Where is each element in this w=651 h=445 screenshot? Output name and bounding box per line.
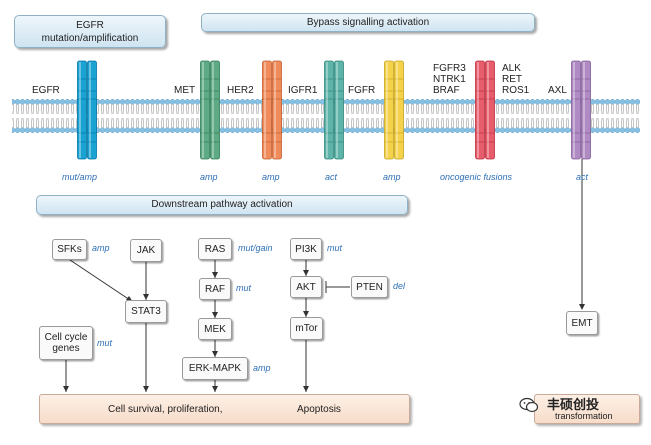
egfr-mutation-banner: EGFR mutation/amplification bbox=[14, 15, 166, 48]
bypass-signalling-banner: Bypass signalling activation bbox=[201, 13, 535, 32]
receptor-label-met: MET bbox=[174, 85, 196, 96]
watermark: 丰硕创投 bbox=[519, 392, 639, 416]
node-cell-cycle-genes: Cell cycle genes bbox=[39, 326, 93, 360]
alteration-fgfr: amp bbox=[383, 172, 401, 182]
receptor-label-fgfr: FGFR bbox=[348, 85, 376, 96]
receptor-label-her2: HER2 bbox=[227, 85, 254, 96]
downstream-banner-label: Downstream pathway activation bbox=[151, 199, 293, 210]
alteration-igfr1: act bbox=[325, 172, 338, 182]
receptor-layer bbox=[77, 60, 591, 160]
arrow-sfks-stat3 bbox=[69, 259, 134, 303]
receptor-her2 bbox=[262, 60, 282, 160]
receptor-label-axl: AXL bbox=[548, 85, 567, 96]
alteration-sfks: amp bbox=[92, 243, 110, 253]
outcome-survival-text: Cell survival, proliferation, bbox=[108, 404, 223, 415]
outcome-bar bbox=[39, 394, 410, 424]
node-sfks: SFKs bbox=[52, 239, 87, 260]
receptor-igfr1 bbox=[324, 60, 344, 160]
alteration-her2: amp bbox=[262, 172, 280, 182]
alteration-erk: amp bbox=[253, 363, 271, 373]
alteration-cell-cycle: mut bbox=[97, 338, 113, 348]
alteration-axl: act bbox=[576, 172, 589, 182]
alteration-pi3k: mut bbox=[327, 243, 343, 253]
node-ras: RAS bbox=[198, 238, 232, 260]
alteration-egfr: mut/amp bbox=[62, 172, 98, 182]
node-erk-mapk: ERK-MAPK bbox=[182, 357, 248, 380]
receptor-label-igfr1: IGFR1 bbox=[288, 85, 318, 96]
receptor-met bbox=[200, 60, 220, 160]
node-jak: JAK bbox=[130, 239, 162, 262]
receptor-label-egfr: EGFR bbox=[32, 85, 60, 96]
alteration-ras: mut/gain bbox=[238, 243, 273, 253]
alteration-raf: mut bbox=[236, 283, 252, 293]
receptor-fusions bbox=[475, 60, 495, 160]
bypass-banner-label: Bypass signalling activation bbox=[306, 17, 430, 28]
egfr-banner-line1: EGFR bbox=[76, 20, 104, 31]
alteration-pten: del bbox=[393, 281, 406, 291]
downstream-pathway-banner: Downstream pathway activation bbox=[36, 195, 408, 215]
receptor-egfr bbox=[77, 60, 97, 160]
node-raf: RAF bbox=[199, 278, 231, 300]
receptor-label-fusions-left: FGFR3 NTRK1 BRAF bbox=[433, 63, 466, 96]
node-mek: MEK bbox=[198, 318, 232, 340]
node-mtor: mTor bbox=[290, 317, 323, 340]
node-stat3: STAT3 bbox=[125, 300, 167, 323]
node-pten: PTEN bbox=[351, 276, 388, 298]
receptor-axl bbox=[571, 60, 591, 160]
wechat-icon bbox=[519, 397, 539, 413]
node-pi3k: PI3K bbox=[290, 238, 322, 260]
receptor-fgfr bbox=[384, 60, 404, 160]
egfr-banner-line2: mutation/amplification bbox=[41, 33, 139, 44]
arrowheads bbox=[63, 270, 309, 392]
node-akt: AKT bbox=[290, 276, 322, 298]
transformation-text: transformation bbox=[555, 411, 613, 421]
receptor-label-fusions-right: ALK RET ROS1 bbox=[502, 63, 530, 96]
alteration-fusions: oncogenic fusions bbox=[440, 172, 513, 182]
outcome-apoptosis-text: Apoptosis bbox=[297, 404, 341, 415]
watermark-text: 丰硕创投 bbox=[547, 397, 600, 412]
node-emt: EMT bbox=[566, 311, 598, 335]
arrowhead-emt bbox=[579, 304, 585, 310]
alteration-met: amp bbox=[200, 172, 218, 182]
